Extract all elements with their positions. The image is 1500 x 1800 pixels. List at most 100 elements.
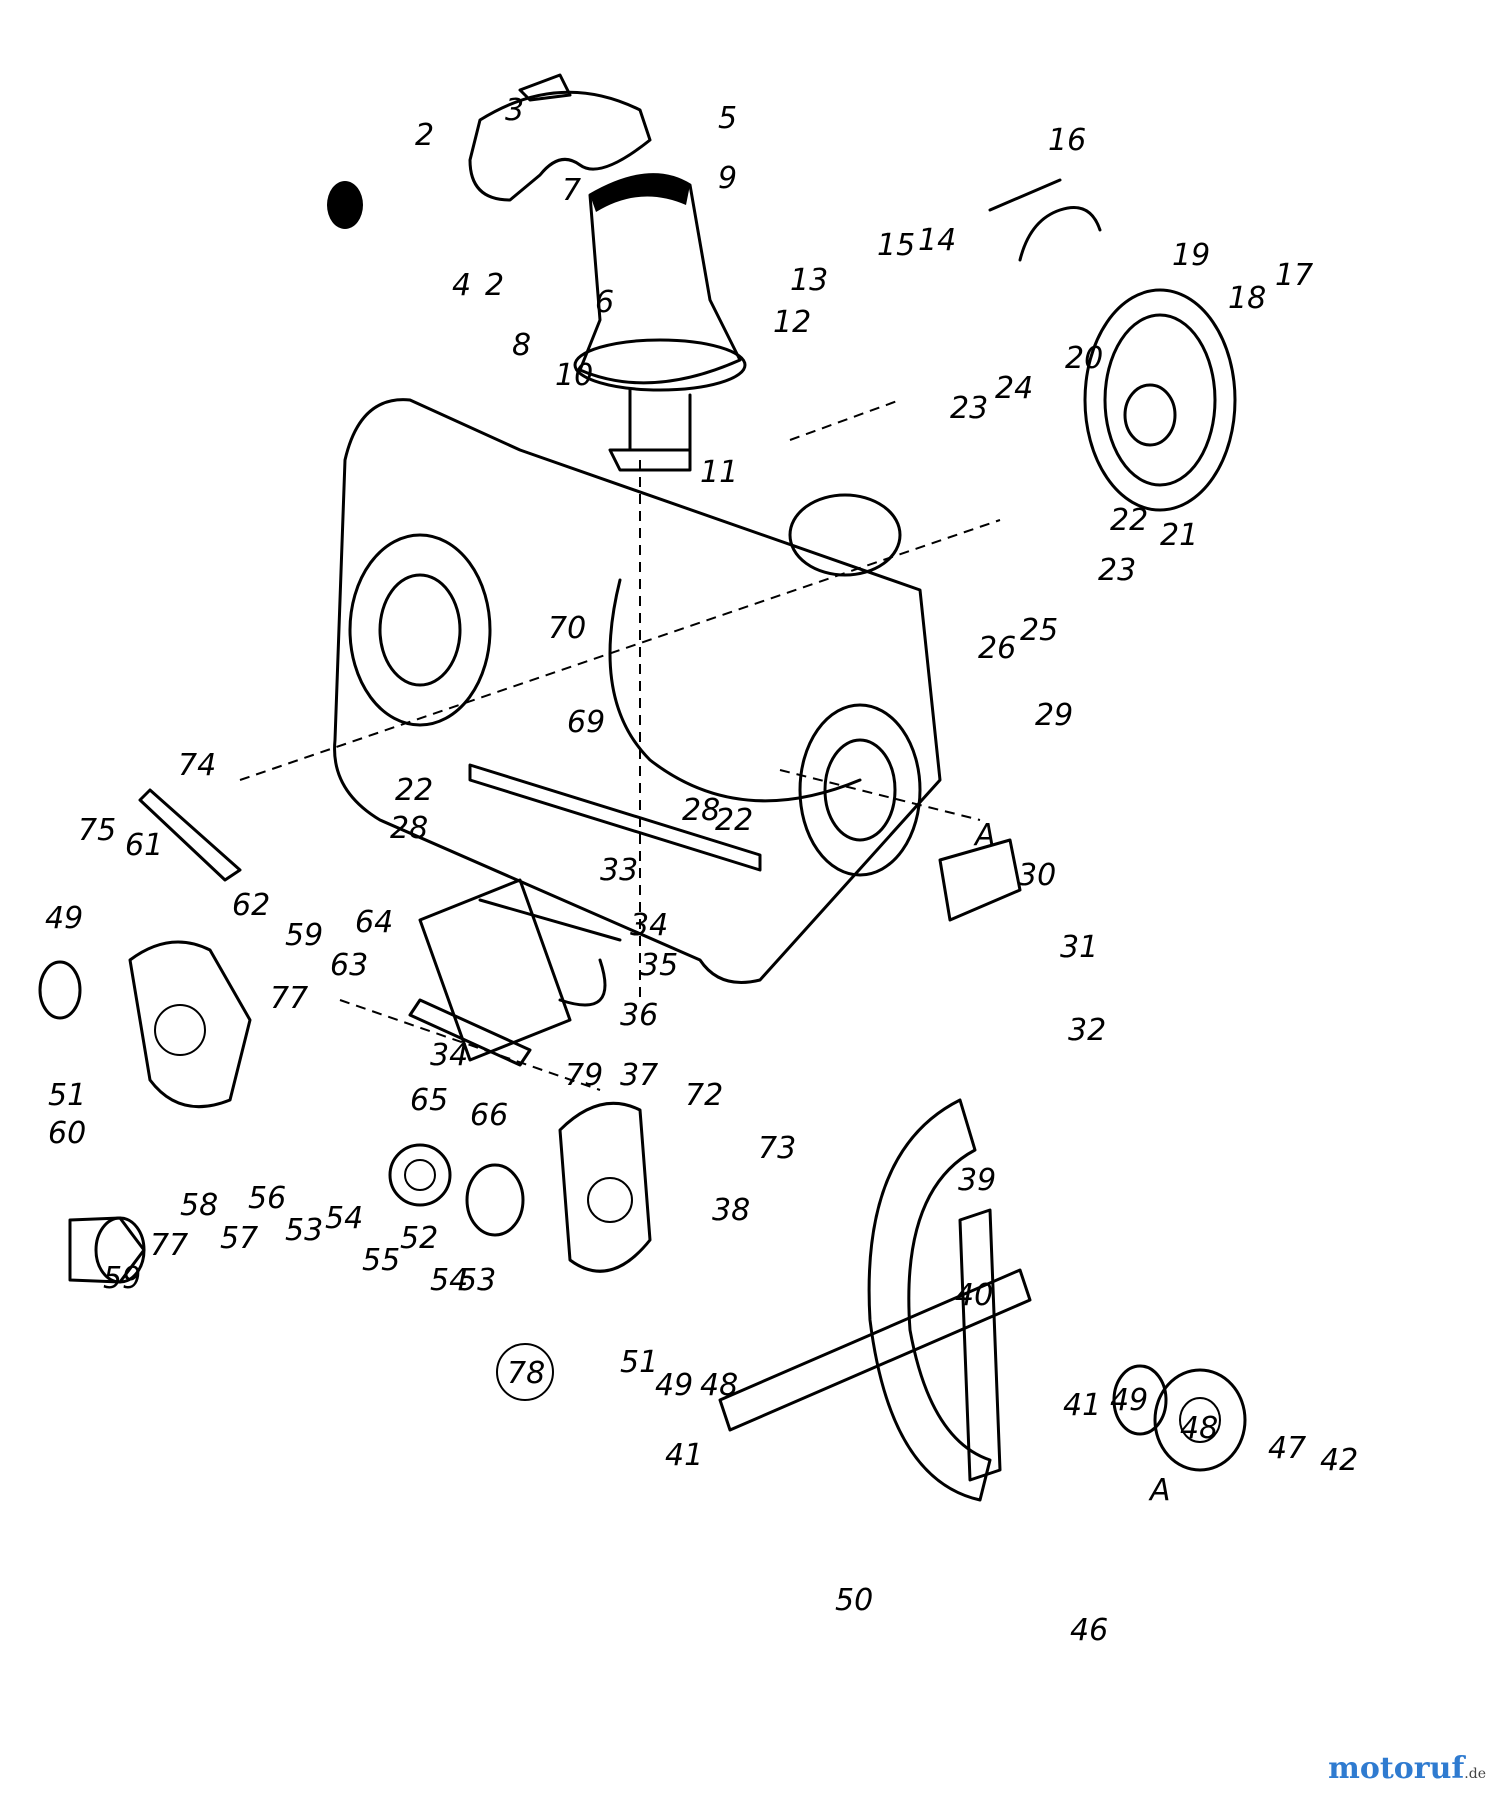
callout-49a: 49 [45,901,83,936]
impeller [418,878,622,1062]
callout-69: 69 [567,705,605,740]
callout-2b: 2 [485,268,504,303]
callout-12: 12 [773,305,811,340]
callout-4: 4 [452,268,471,303]
callout-60: 60 [48,1116,86,1151]
callout-79: 79 [565,1058,603,1093]
callout-32: 32 [1068,1013,1106,1048]
callout-20: 20 [1065,341,1103,376]
callout-28a: 28 [682,793,720,828]
callout-16: 16 [1048,123,1086,158]
callout-3: 3 [505,93,524,128]
callout-14: 14 [918,223,956,258]
callout-A1: A [973,818,996,853]
callout-53b: 53 [458,1263,496,1298]
chute-crank-knob [327,181,363,229]
discharge-chute-deflector [468,73,652,202]
callout-73: 73 [758,1131,796,1166]
chute-mounting-plate [608,448,692,472]
callout-2a: 2 [415,118,434,153]
callout-1: 1 [345,188,364,223]
callout-64: 64 [355,905,393,940]
callout-9: 9 [718,161,737,196]
callout-33: 33 [600,853,638,888]
callout-39: 39 [958,1163,996,1198]
callout-7: 7 [562,173,581,208]
gear-case-right [558,1101,652,1273]
callout-56: 56 [248,1181,286,1216]
callout-31: 31 [1060,930,1098,965]
worm-gear [388,1143,452,1207]
svg-text:78: 78 [507,1356,545,1391]
callout-26: 26 [978,631,1016,666]
watermark-suffix: .de [1464,1766,1486,1782]
callout-63: 63 [330,948,368,983]
callout-55: 55 [362,1243,400,1278]
callout-23b: 23 [1098,553,1136,588]
callout-34b: 34 [430,1038,468,1073]
bushings-and-spacers [38,960,1247,1472]
callout-5: 5 [718,101,737,136]
callout-65: 65 [410,1083,448,1118]
callout-35: 35 [640,948,678,983]
callout-52: 52 [400,1221,438,1256]
callout-42: 42 [1320,1443,1358,1478]
callout-47: 47 [1268,1431,1306,1466]
callout-54b: 54 [430,1263,468,1298]
callout-labels: 1 2 3 2 4 5 9 7 6 8 10 11 12 13 14 15 16… [45,93,1358,1648]
callout-49b: 49 [655,1368,693,1403]
callout-24: 24 [995,371,1033,406]
callout-51b: 51 [620,1345,658,1380]
callout-48a: 48 [700,1368,738,1403]
callout-22b: 22 [715,803,753,838]
callout-22a: 22 [1110,503,1148,538]
callout-53a: 53 [285,1213,323,1248]
callout-62: 62 [232,888,270,923]
callout-28b: 28 [390,811,428,846]
callout-25: 25 [1020,613,1058,648]
callout-30: 30 [1018,858,1056,893]
callout-17: 17 [1275,258,1313,293]
callout-18: 18 [1228,281,1266,316]
auger-shaft [408,178,1102,1067]
callout-78-circled: 78 [496,1343,554,1401]
callout-59a: 59 [285,918,323,953]
callout-70: 70 [548,611,586,646]
callout-51a: 51 [48,1078,86,1113]
callout-50: 50 [835,1583,873,1618]
callout-61: 61 [125,828,163,863]
callout-48b: 48 [1180,1411,1218,1446]
callout-11: 11 [700,455,738,490]
callout-19: 19 [1172,238,1210,273]
callout-15: 15 [877,228,915,263]
callout-34a: 34 [630,908,668,943]
callout-A2: A [1148,1473,1171,1508]
callout-10: 10 [555,358,593,393]
discharge-chute [573,173,747,452]
callout-59b: 59 [103,1261,141,1296]
callout-13: 13 [790,263,828,298]
callout-21: 21 [1160,518,1198,553]
callout-23a: 23 [950,391,988,426]
callout-8: 8 [512,328,531,363]
callout-40: 40 [955,1278,993,1313]
callout-74: 74 [178,748,216,783]
alignment-lines [239,399,1001,1091]
callout-58: 58 [180,1188,218,1223]
callout-66: 66 [470,1098,508,1133]
callout-57: 57 [220,1221,258,1256]
callout-54a: 54 [325,1201,363,1236]
callout-77a: 77 [270,981,308,1016]
callout-29: 29 [1035,698,1073,733]
callout-72: 72 [685,1078,723,1113]
callout-36: 36 [620,998,658,1033]
callout-22c: 22 [395,773,433,808]
auger-housing [333,398,942,984]
skid-shoe [938,838,1022,922]
auger-spiral [718,1098,1032,1502]
callout-49c: 49 [1110,1383,1148,1418]
callout-46: 46 [1070,1613,1108,1648]
callout-37: 37 [620,1058,658,1093]
auger-pulley [1083,288,1237,512]
